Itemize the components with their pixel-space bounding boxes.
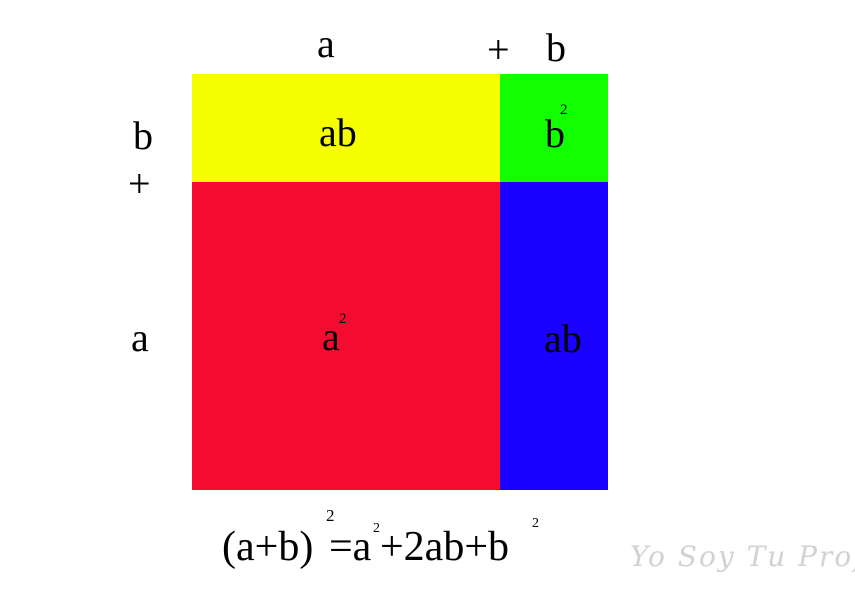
- region-b-squared: [500, 74, 608, 182]
- region-ab-top-label: ab: [319, 110, 357, 155]
- watermark-logo: Yo Soy Tu Profe: [630, 540, 855, 573]
- left-label-a: a: [131, 315, 149, 360]
- formula-exponent-binomial: 2: [326, 506, 335, 525]
- region-ab-right: [500, 182, 608, 490]
- region-b-squared-base: b: [545, 111, 565, 156]
- formula-part-a: =a: [329, 524, 372, 570]
- left-label-plus: +: [128, 161, 151, 206]
- region-a-squared-base: a: [322, 314, 340, 359]
- region-a-squared: [192, 182, 500, 490]
- region-ab-top: [192, 74, 500, 182]
- left-label-b: b: [133, 113, 153, 158]
- region-a-squared-exponent: 2: [339, 311, 347, 327]
- region-ab-right-label: ab: [544, 316, 582, 361]
- region-b-squared-exponent: 2: [560, 102, 568, 118]
- top-label-a: a: [317, 21, 335, 66]
- formula-part-rest: +2ab+b: [380, 524, 510, 570]
- formula-exponent-b: 2: [532, 516, 539, 531]
- top-label-plus: +: [487, 27, 510, 72]
- formula-part-binomial: (a+b): [222, 524, 314, 570]
- top-label-b: b: [546, 25, 566, 70]
- formula-exponent-a: 2: [373, 521, 380, 536]
